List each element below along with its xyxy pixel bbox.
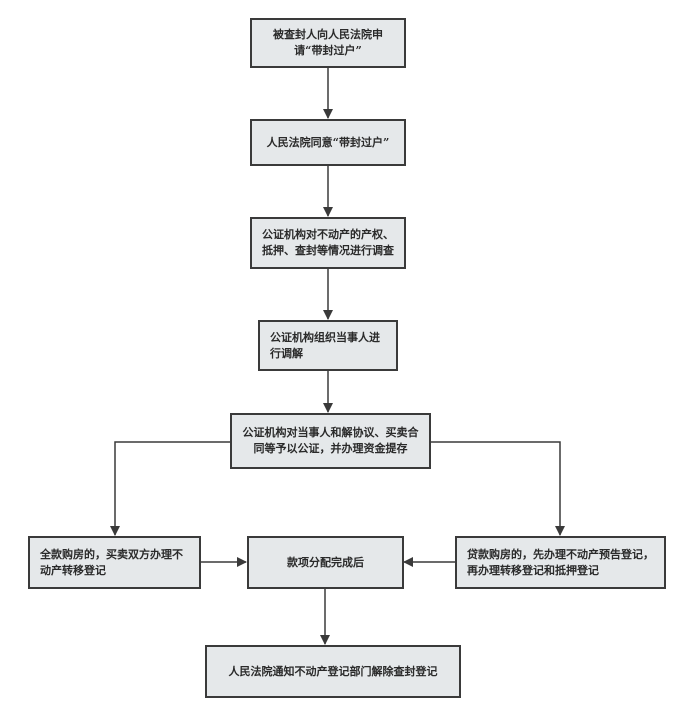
node-text: 被查封人向人民法院申请“带封过户” [273,28,383,57]
node-text: 公证机构对当事人和解协议、买卖合同等予以公证，并办理资金提存 [242,426,419,455]
edge-n5-n6 [110,441,230,536]
node-text: 款项分配完成后 [287,555,364,569]
node-notary-investigates: 公证机构对不动产的产权、抵押、查封等情况进行调查 [250,217,406,269]
edge-n5-n8 [430,441,565,536]
node-text: 人民法院同意“带封过户” [266,135,390,149]
node-funds-distributed: 款项分配完成后 [247,536,404,589]
node-court-approves: 人民法院同意“带封过户” [250,119,406,166]
node-court-releases-seal: 人民法院通知不动产登记部门解除查封登记 [205,645,461,698]
node-apply-transfer-with-seal: 被查封人向人民法院申请“带封过户” [250,18,406,68]
node-full-payment: 全款购房的，买卖双方办理不动产转移登记 [28,536,201,589]
node-text: 贷款购房的，先办理不动产预告登记，再办理转移登记和抵押登记 [467,547,654,577]
node-text: 全款购房的，买卖双方办理不动产转移登记 [40,547,183,577]
node-text: 人民法院通知不动产登记部门解除查封登记 [228,664,438,678]
node-notarize-and-escrow: 公证机构对当事人和解协议、买卖合同等予以公证，并办理资金提存 [230,413,431,469]
node-loan-purchase: 贷款购房的，先办理不动产预告登记，再办理转移登记和抵押登记 [455,536,666,589]
node-text: 公证机构组织当事人进行调解 [270,330,380,360]
node-notary-mediates: 公证机构组织当事人进行调解 [258,320,398,371]
node-text: 公证机构对不动产的产权、抵押、查封等情况进行调查 [262,228,394,257]
